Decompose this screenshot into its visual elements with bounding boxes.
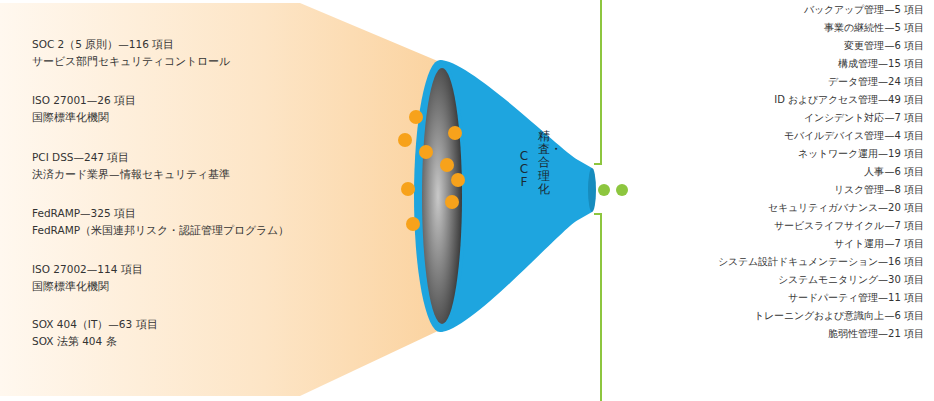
category-item: サイト運用—7 項目 [834,237,924,250]
framework-desc: FedRAMP（米国連邦リスク・認証管理プログラム） [32,224,289,237]
category-item: インシデント対応—7 項目 [804,111,924,124]
category-item: トレーニングおよび意識向上—6 項目 [754,309,924,322]
framework-name: SOC 2（5 原則）—116 項目 [32,38,174,51]
framework-name: ISO 27002—114 項目 [32,263,143,276]
funnel-label: CCF 精査・合理化 [500,100,570,290]
framework-desc: 決済カード業界—情報セキュリティ基準 [32,168,230,181]
funnel-mouth [422,68,462,324]
category-item: サードパーティ管理—11 項目 [788,291,924,304]
category-item: システム設計ドキュメンテーション—16 項目 [718,255,924,268]
category-item: 事業の継続性—5 項目 [824,21,924,34]
category-item: モバイルデバイス管理—4 項目 [784,129,924,142]
framework-desc: SOX 法第 404 条 [32,335,117,348]
framework-name: FedRAMP—325 項目 [32,207,136,220]
intake-panel [0,3,440,396]
category-item: リスク管理—8 項目 [834,183,924,196]
framework-name: PCI DSS—247 項目 [32,151,129,164]
category-item: データ管理—24 項目 [828,75,924,88]
category-item: ネットワーク運用—19 項目 [798,147,924,160]
framework-panel: SOC 2（5 原則）—116 項目サービス部門セキュリティコントロール ISO … [0,0,420,401]
framework-name: SOX 404（IT）—63 項目 [32,318,158,331]
output-dots [598,184,628,196]
ccf-label: CCF [518,150,530,190]
category-item: システムモニタリング—30 項目 [778,273,924,286]
framework-desc: 国際標準化機関 [32,280,109,293]
input-dots [398,110,465,231]
category-item: サービスライフサイクル—7 項目 [774,219,924,232]
framework-name: ISO 27001—26 項目 [32,94,136,107]
category-item: バックアップ管理—5 項目 [804,3,924,16]
funnel-rim [414,60,466,332]
framework-desc: 国際標準化機関 [32,111,109,124]
output-bracket [594,0,601,401]
category-item: セキュリティガバナンス—20 項目 [768,201,924,214]
category-item: 構成管理—15 項目 [838,57,924,70]
funnel-spout [588,168,596,212]
framework-desc: サービス部門セキュリティコントロール [32,55,230,68]
category-item: 変更管理—6 項目 [844,39,924,52]
category-item: 脆弱性管理—21 項目 [828,327,924,340]
category-item: ID およびアクセス管理—49 項目 [774,93,924,106]
process-label: 精査・合理化 [538,130,550,196]
category-item: 人事—6 項目 [864,165,924,178]
